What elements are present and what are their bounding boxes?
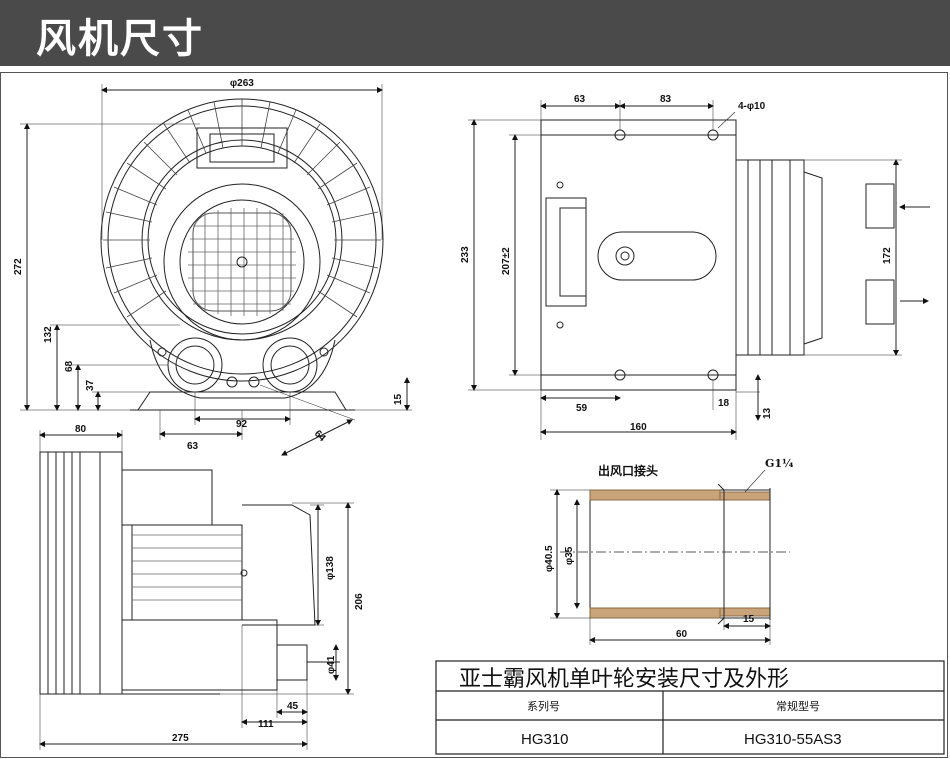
dim-63-front: 63	[187, 441, 199, 452]
dim-275: 275	[172, 733, 189, 744]
dim-263: φ263	[230, 78, 254, 89]
dim-holes: 4-φ10	[738, 101, 766, 112]
dim-63-side: 63	[574, 94, 586, 105]
connector-title: 出风口接头	[598, 463, 658, 478]
model-value: HG310-55AS3	[744, 731, 842, 748]
bottom-view	[39, 430, 354, 750]
dim-15: 15	[393, 393, 404, 405]
dim-41: φ41	[326, 655, 337, 674]
dim-172: 172	[882, 247, 893, 264]
front-view	[20, 84, 412, 456]
dim-206: 206	[354, 593, 365, 610]
dim-111: 111	[258, 719, 274, 730]
thread-label: G1¼	[765, 457, 794, 470]
dim-233: 233	[460, 246, 471, 263]
dim-59: 59	[576, 403, 588, 414]
dim-18: 18	[718, 398, 730, 409]
dim-45: 45	[287, 701, 299, 712]
dim-160: 160	[630, 422, 647, 433]
dim-138: φ138	[325, 556, 336, 580]
series-value: HG310	[521, 731, 569, 748]
dim-64: 64	[312, 428, 328, 444]
dim-37: 37	[85, 379, 96, 391]
dim-92: 92	[236, 419, 248, 430]
drawing-frame	[0, 72, 948, 758]
dim-60: 60	[676, 629, 688, 640]
dim-80: 80	[75, 424, 87, 435]
side-view	[468, 100, 930, 440]
dim-272: 272	[13, 258, 24, 275]
col-series-header: 系列号	[527, 699, 560, 713]
dim-207: 207±2	[501, 247, 512, 275]
header-bar: 风机尺寸	[0, 0, 950, 66]
dim-68: 68	[64, 360, 75, 372]
dim-83: 83	[660, 94, 672, 105]
dim-13: 13	[762, 407, 773, 419]
spec-table-title: 亚士霸风机单叶轮安装尺寸及外形	[459, 667, 789, 692]
spec-table	[435, 660, 945, 755]
page-title: 风机尺寸	[36, 16, 204, 62]
connector-drawing	[550, 469, 790, 645]
dim-15-connector: 15	[743, 614, 755, 625]
dim-35: φ35	[564, 546, 575, 565]
dim-132: 132	[43, 326, 54, 343]
dim-40-5: φ40.5	[544, 545, 555, 572]
col-model-header: 常规型号	[776, 699, 820, 713]
